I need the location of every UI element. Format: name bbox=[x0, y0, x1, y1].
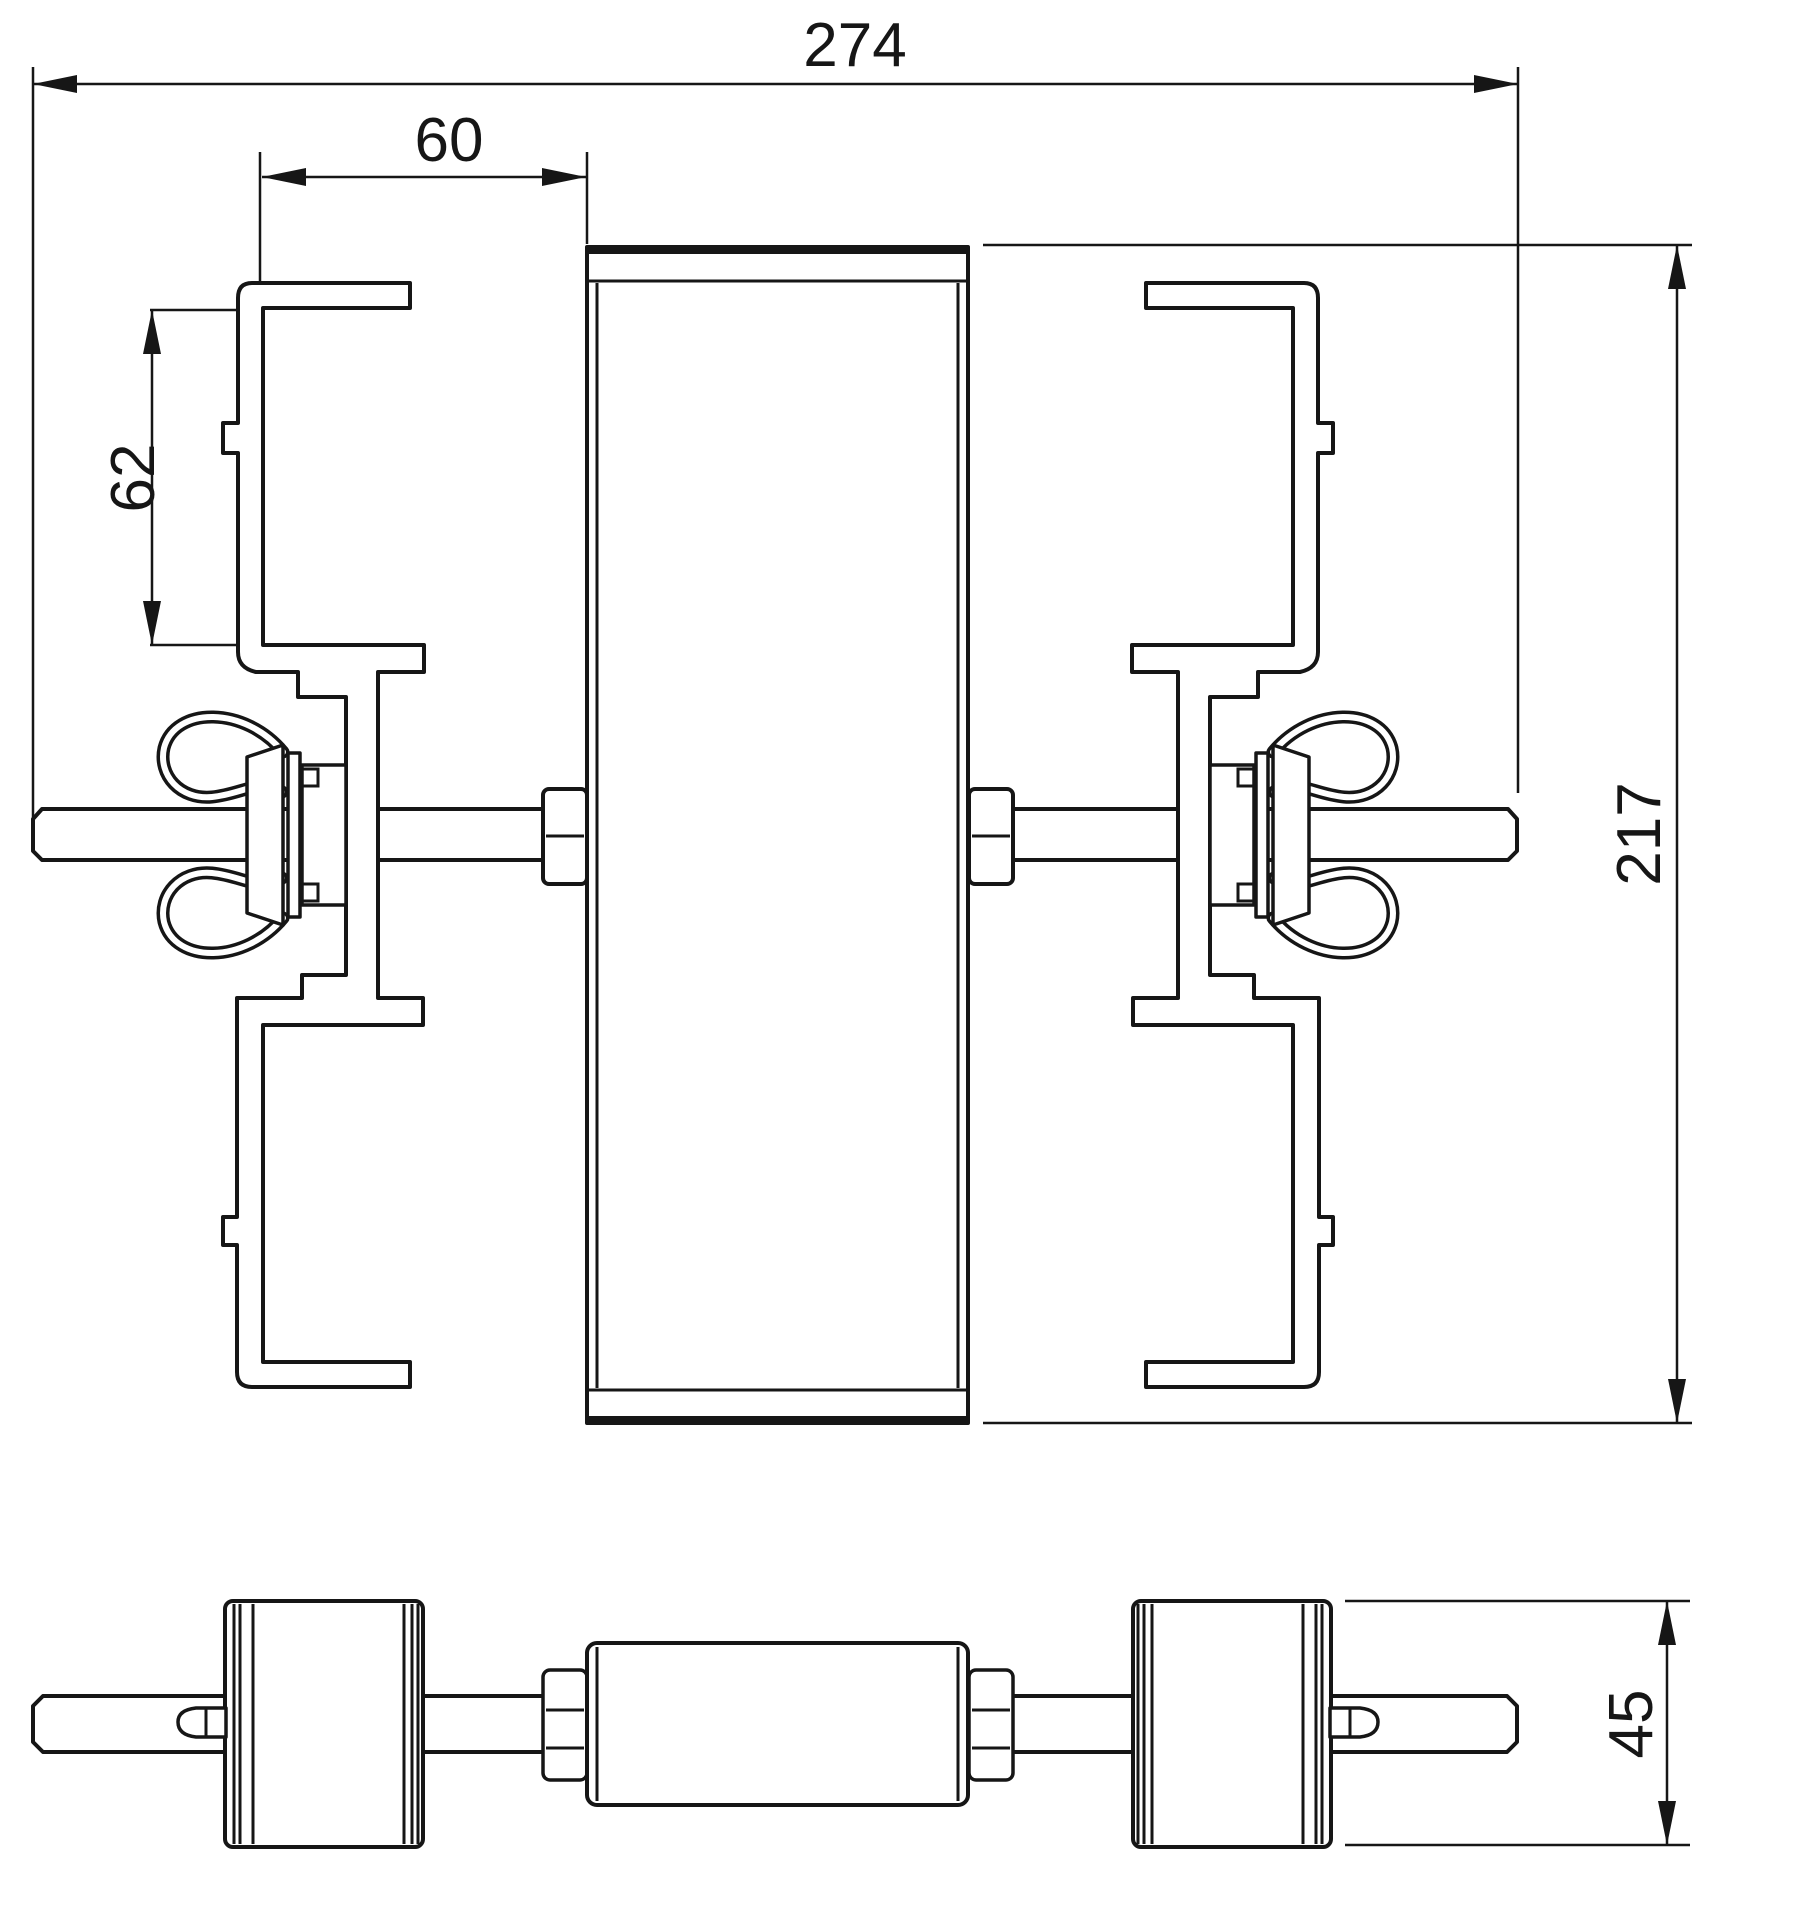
clamp-block-tab-bottom bbox=[300, 882, 320, 903]
dim-label-overall-width: 274 bbox=[803, 11, 906, 80]
arrow-up-icon bbox=[1668, 245, 1686, 289]
left-clamp-assembly bbox=[156, 281, 426, 1389]
center-box-top-cap bbox=[587, 247, 968, 254]
dimension-overall-height: 217 bbox=[983, 243, 1692, 1425]
bottom-view bbox=[31, 1599, 1519, 1849]
dimension-clamp-to-box: 60 bbox=[258, 106, 589, 284]
center-box-bottom-cap bbox=[587, 1416, 968, 1423]
dimension-side-block-height: 45 bbox=[1345, 1599, 1690, 1847]
wing-pin-end bbox=[176, 1706, 228, 1739]
washer-plate bbox=[286, 751, 302, 919]
arrow-up-icon bbox=[143, 310, 161, 354]
dimension-clamp-opening: 62 bbox=[99, 308, 240, 647]
arrow-left-icon bbox=[33, 75, 77, 93]
right-end-block bbox=[1131, 1599, 1380, 1849]
clamp-block bbox=[300, 763, 348, 907]
wing-nut-hub bbox=[245, 743, 285, 927]
dim-label-side-block-height: 45 bbox=[1597, 1690, 1666, 1759]
right-hex-nut-side bbox=[967, 1668, 1015, 1782]
left-hex-nut-side bbox=[541, 1668, 589, 1782]
left-end-block bbox=[176, 1599, 425, 1849]
clamp-bracket-profile bbox=[221, 281, 426, 1389]
end-block-outline bbox=[223, 1599, 425, 1849]
center-box bbox=[585, 245, 970, 1425]
center-box-side-outline bbox=[585, 1641, 970, 1807]
hex-nut-side-body bbox=[541, 1668, 589, 1782]
clamp-block-tab-top bbox=[300, 767, 320, 788]
arrow-down-icon bbox=[1658, 1801, 1676, 1845]
arrow-up-icon bbox=[1658, 1601, 1676, 1645]
arrow-down-icon bbox=[143, 601, 161, 645]
right-hex-nut bbox=[967, 787, 1015, 886]
dim-label-clamp-opening: 62 bbox=[99, 444, 168, 513]
dimension-overall-width: 274 bbox=[31, 11, 1520, 818]
arrow-right-icon bbox=[1474, 75, 1518, 93]
arrow-left-icon bbox=[262, 168, 306, 186]
arrow-down-icon bbox=[1668, 1379, 1686, 1423]
center-box-outline bbox=[585, 245, 970, 1425]
dim-label-clamp-to-box: 60 bbox=[415, 106, 484, 175]
left-hex-nut bbox=[541, 787, 589, 886]
top-view bbox=[31, 245, 1519, 1425]
center-box-side bbox=[585, 1641, 970, 1807]
dim-label-overall-height: 217 bbox=[1605, 782, 1674, 885]
arrow-right-icon bbox=[542, 168, 586, 186]
